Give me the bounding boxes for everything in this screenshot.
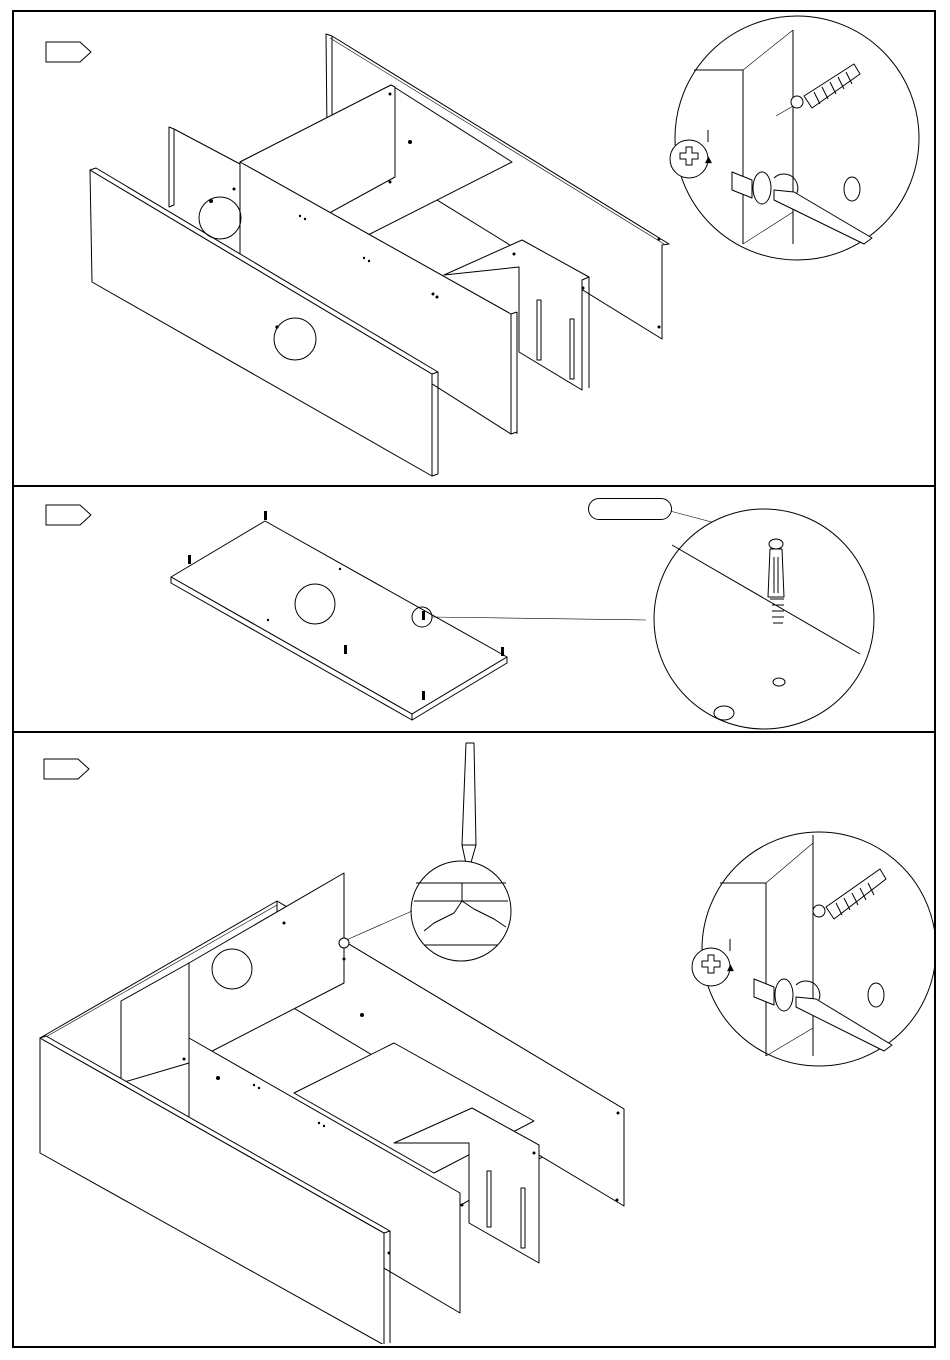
step-2-panel — [14, 487, 934, 733]
step-arrow-badge-icon — [46, 505, 91, 525]
step-arrow-badge-icon — [46, 42, 91, 62]
shelf-board — [171, 521, 507, 720]
step-3-panel: ▲ — [14, 733, 934, 1346]
instruction-page: ▲ — [12, 10, 936, 1348]
svg-text:▲: ▲ — [727, 963, 734, 973]
step-1-panel: ▲ — [14, 12, 934, 487]
cutout-circle — [199, 197, 241, 239]
cam-lock-detail: ▲ — [692, 832, 934, 1066]
pencil-icon — [462, 743, 476, 873]
mark-detail — [411, 861, 511, 961]
step-3-drawing: ▲ — [14, 733, 934, 1344]
svg-text:▲: ▲ — [705, 155, 712, 165]
step-2-drawing — [14, 487, 934, 731]
assembled-cabinet — [40, 873, 624, 1344]
dowel-detail — [654, 509, 874, 729]
step-1-drawing: ▲ — [14, 12, 934, 485]
left-side-panel — [169, 127, 240, 207]
cam-lock-detail: ▲ — [670, 16, 919, 260]
step-arrow-badge-icon — [44, 759, 89, 779]
callout-label — [588, 498, 672, 520]
